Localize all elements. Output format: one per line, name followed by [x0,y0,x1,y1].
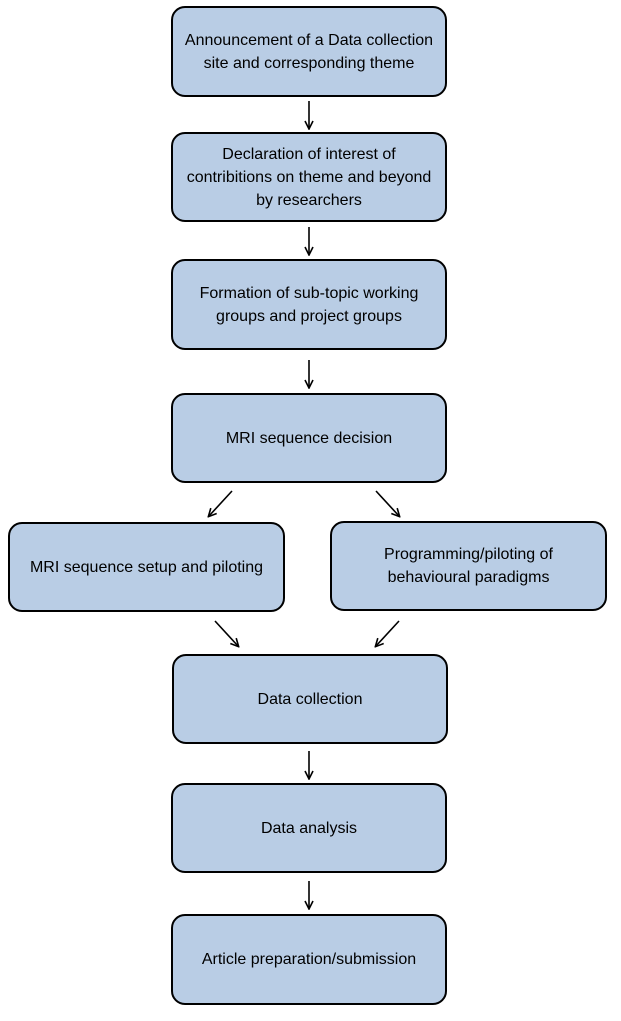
formation-label: Formation of sub-topic working groups an… [199,284,419,325]
arrow-decision-to-setup [209,490,233,516]
data-analysis-box: Data analysis [171,783,447,873]
mri-setup-box: MRI sequence setup and piloting [8,522,285,612]
declaration-box: Declaration of interest of contribitions… [171,132,447,222]
formation-box: Formation of sub-topic working groups an… [171,259,447,350]
announcement-label: Announcement of a Data collection site a… [184,31,434,72]
announcement-box: Announcement of a Data collection site a… [171,6,447,97]
data-collection-box: Data collection [172,654,448,744]
programming-box: Programming/piloting of behavioural para… [330,521,607,611]
arrow-programming-to-collection [376,620,400,646]
mri-decision-label: MRI sequence decision [225,429,393,447]
arrow-setup-to-collection [214,620,238,646]
programming-label: Programming/piloting of behavioural para… [384,546,553,586]
data-collection-label: Data collection [257,690,363,708]
declaration-label: Declaration of interest of contribitions… [186,145,432,209]
article-label: Article preparation/submission [201,951,417,968]
arrow-decision-to-programming [375,490,399,516]
data-analysis-label: Data analysis [260,819,358,837]
article-box: Article preparation/submission [171,914,447,1005]
mri-setup-label: MRI sequence setup and piloting [29,558,264,576]
mri-decision-box: MRI sequence decision [171,393,447,483]
